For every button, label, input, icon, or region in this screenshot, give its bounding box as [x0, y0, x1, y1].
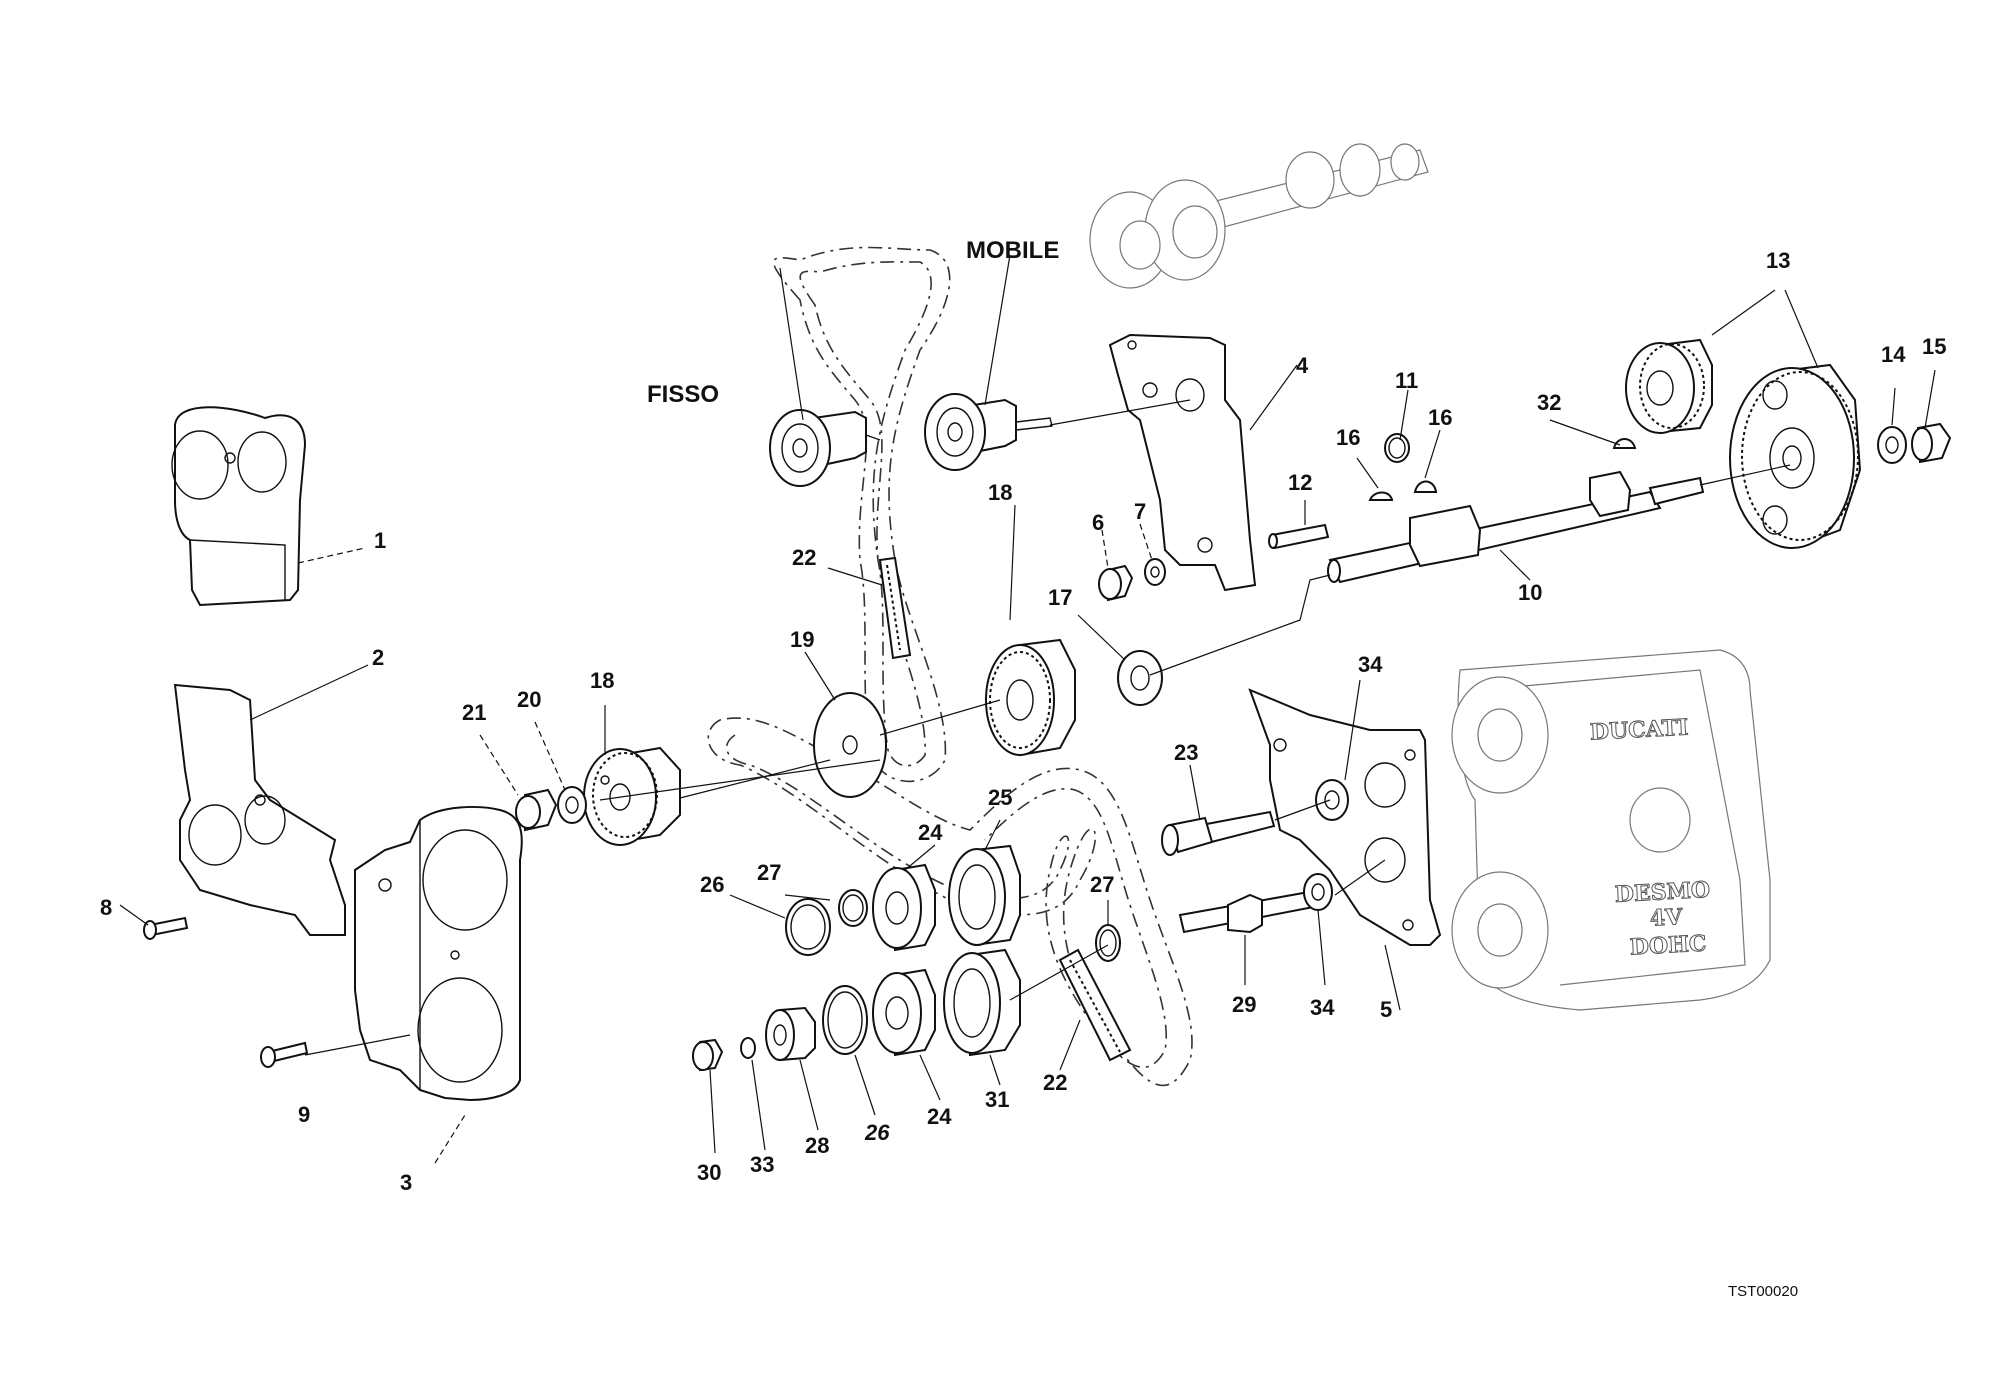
- circlip-27-upper: [838, 889, 868, 927]
- label-part-6: 6: [1092, 510, 1104, 535]
- label-part-22a: 22: [792, 545, 816, 570]
- label-part-13: 13: [1766, 248, 1790, 273]
- circlip-27-lower: [1095, 924, 1121, 962]
- label-part-20: 20: [517, 687, 541, 712]
- label-part-8: 8: [100, 895, 112, 920]
- label-part-18a: 18: [988, 480, 1012, 505]
- label-part-22b: 22: [1043, 1070, 1067, 1095]
- bearing-24-lower: [872, 968, 936, 1057]
- label-part-29: 29: [1232, 992, 1256, 1017]
- timing-belt-upper: [772, 246, 951, 783]
- washer-17: [1117, 650, 1163, 706]
- bearing-24-upper: [872, 863, 936, 952]
- roller-25: [948, 844, 1021, 947]
- label-part-15: 15: [1922, 334, 1946, 359]
- label-part-5: 5: [1380, 997, 1392, 1022]
- label-part-25: 25: [988, 785, 1012, 810]
- label-part-7: 7: [1134, 499, 1146, 524]
- leader-lines: [119, 254, 1936, 1164]
- roller-fisso: [769, 409, 867, 487]
- label-part-34b: 34: [1310, 995, 1335, 1020]
- cylinder-head-background: DUCATI DESMO 4V DOHC: [1451, 649, 1771, 1011]
- label-part-33: 33: [750, 1152, 774, 1177]
- label-part-24a: 24: [918, 820, 943, 845]
- key-16-b: [1413, 480, 1438, 493]
- part-2-inner-cover: [173, 683, 346, 936]
- label-part-19: 19: [790, 627, 814, 652]
- label-part-4: 4: [1296, 353, 1309, 378]
- label-part-2: 2: [372, 645, 384, 670]
- label-part-31: 31: [985, 1087, 1009, 1112]
- roller-31: [943, 948, 1021, 1057]
- engine-lettering-ducati: DUCATI: [1589, 714, 1689, 745]
- stud-29: [1178, 888, 1326, 934]
- label-part-12: 12: [1288, 470, 1312, 495]
- label-part-9: 9: [298, 1102, 310, 1127]
- washer-7: [1144, 558, 1166, 586]
- label-part-26b: 26: [864, 1120, 890, 1145]
- label-part-10: 10: [1518, 580, 1542, 605]
- label-part-32: 32: [1537, 390, 1561, 415]
- callout-labels: FISSO MOBILE 1 2 3 4 5 6 7 8 9 10 11 12 …: [100, 237, 1946, 1195]
- circlip-26-lower: [822, 985, 868, 1055]
- camshaft-background: [1089, 143, 1429, 289]
- nut-6: [1098, 564, 1134, 602]
- engine-lettering-desmo: DESMO: [1614, 877, 1710, 908]
- stud-12: [1268, 523, 1330, 550]
- label-part-21: 21: [462, 700, 486, 725]
- engine-lettering-4v: 4V: [1649, 904, 1684, 932]
- screw-9: [260, 1041, 309, 1068]
- washer-20: [557, 786, 587, 824]
- key-32: [1612, 438, 1637, 449]
- part-5-front-plate: [1248, 688, 1442, 946]
- timing-belt-lower: [707, 717, 1193, 1087]
- label-part-16a: 16: [1336, 425, 1360, 450]
- label-mobile: MOBILE: [966, 237, 1059, 264]
- belt-teeth-detail-lower: [1058, 948, 1132, 1062]
- part-3-outer-belt-cover: [354, 806, 523, 1102]
- label-part-34a: 34: [1358, 652, 1383, 677]
- label-part-23: 23: [1174, 740, 1198, 765]
- label-part-28: 28: [805, 1133, 829, 1158]
- screw-8: [143, 916, 189, 940]
- spacer-28: [765, 1006, 816, 1062]
- washer-34-upper: [1315, 779, 1349, 821]
- washer-34-lower: [1303, 873, 1333, 911]
- label-fisso: FISSO: [647, 381, 719, 408]
- label-part-18b: 18: [590, 668, 614, 693]
- shaft-10: [1327, 470, 1705, 584]
- gear-13-small: [1625, 338, 1713, 434]
- nut-30: [692, 1038, 724, 1072]
- label-part-3: 3: [400, 1170, 412, 1195]
- label-part-30: 30: [697, 1160, 721, 1185]
- part-1-upper-belt-cover: [171, 406, 307, 607]
- label-part-16b: 16: [1428, 405, 1452, 430]
- washer-14: [1877, 426, 1907, 464]
- stud-23: [1161, 810, 1276, 856]
- gear-13-large: [1729, 363, 1862, 549]
- label-part-11: 11: [1395, 368, 1418, 393]
- washer-33: [740, 1037, 756, 1059]
- pulley-18-lower: [583, 746, 681, 846]
- key-16-a: [1368, 491, 1394, 501]
- washer-19: [813, 692, 887, 798]
- label-part-17: 17: [1048, 585, 1072, 610]
- label-part-27b: 27: [1090, 872, 1114, 897]
- drawing-code: TST00020: [1728, 1283, 1798, 1300]
- circlip-11: [1384, 433, 1410, 463]
- label-part-27a: 27: [757, 860, 781, 885]
- pulley-18-upper: [985, 638, 1076, 757]
- label-part-14: 14: [1881, 342, 1906, 367]
- label-part-26a: 26: [700, 872, 724, 897]
- label-part-24b: 24: [927, 1104, 952, 1129]
- circlip-26-upper: [785, 898, 831, 956]
- nut-21: [515, 788, 558, 832]
- belt-teeth-detail-upper: [878, 556, 912, 660]
- engine-lettering-dohc: DOHC: [1629, 931, 1707, 961]
- nut-15: [1911, 422, 1952, 464]
- part-4-back-plate: [1108, 333, 1257, 592]
- roller-mobile: [924, 393, 1053, 471]
- label-part-1: 1: [374, 528, 386, 553]
